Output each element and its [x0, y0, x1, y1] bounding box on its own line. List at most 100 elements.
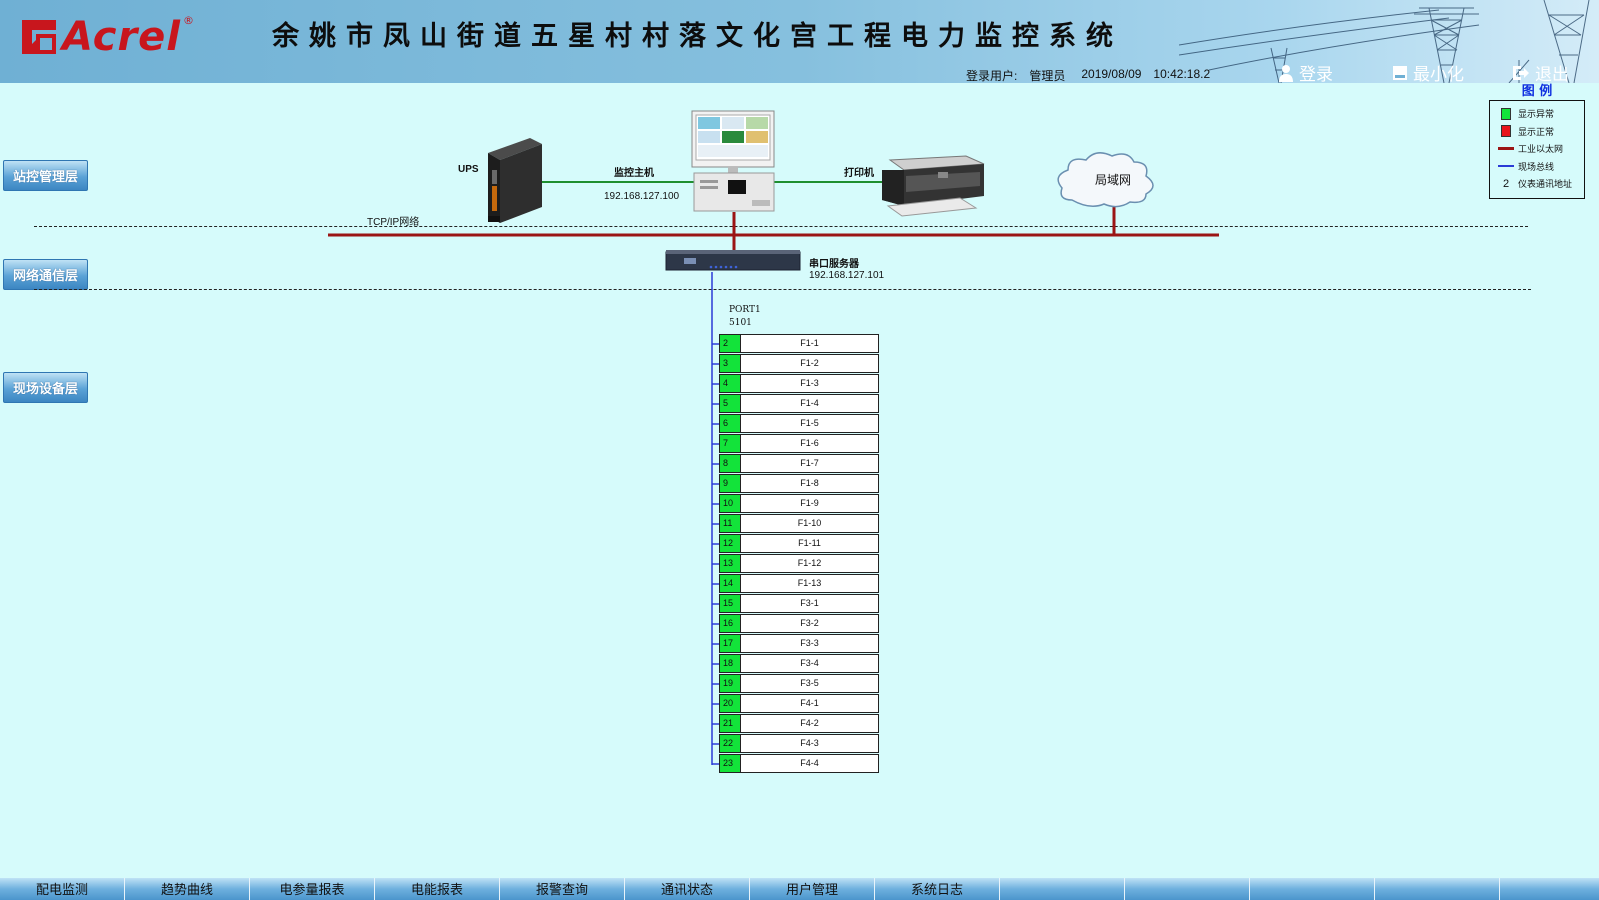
- nav-item[interactable]: 电能报表: [375, 878, 500, 900]
- exit-button-label: 退出: [1535, 65, 1569, 83]
- layer-divider: [34, 289, 1531, 290]
- legend-label: 显示异常: [1518, 110, 1555, 121]
- legend-label: 现场总线: [1518, 162, 1555, 173]
- logo-text: Acrel: [62, 14, 182, 60]
- nav-item[interactable]: 配电监测: [0, 878, 125, 900]
- nav-item[interactable]: [1000, 878, 1125, 900]
- nav-item[interactable]: 系统日志: [875, 878, 1000, 900]
- device-address: 15: [720, 595, 741, 612]
- device-address: 3: [720, 355, 741, 372]
- host-ip: 192.168.127.100: [604, 191, 680, 202]
- ups-device-icon: [488, 138, 542, 223]
- ethernet-line-icon: [1498, 147, 1514, 151]
- minimize-button[interactable]: 最小化: [1392, 60, 1464, 83]
- nav-item[interactable]: [1500, 878, 1599, 900]
- device-address: 14: [720, 575, 741, 592]
- legend-address-number: 2: [1502, 177, 1510, 190]
- lan-cloud-icon: [1057, 152, 1154, 208]
- device-address: 11: [720, 515, 741, 532]
- device-row[interactable]: 5 F1-4: [719, 394, 879, 413]
- device-address: 21: [720, 715, 741, 732]
- device-name: F4-1: [800, 698, 819, 708]
- station-layer-button[interactable]: 站控管理层: [3, 160, 88, 191]
- device-row[interactable]: 11 F1-10: [719, 514, 879, 533]
- device-name: F4-2: [800, 718, 819, 728]
- nav-item[interactable]: 报警查询: [500, 878, 625, 900]
- network-layer-button[interactable]: 网络通信层: [3, 259, 88, 290]
- device-name: F1-6: [800, 438, 819, 448]
- header-info: 登录用户: 管理员 2019/08/09 10:42:18.2: [966, 67, 1210, 83]
- nav-item[interactable]: 电参量报表: [250, 878, 375, 900]
- device-name: F3-2: [800, 618, 819, 628]
- nav-item[interactable]: [1125, 878, 1250, 900]
- device-row[interactable]: 8 F1-7: [719, 454, 879, 473]
- legend-item-fieldbus: 现场总线: [1494, 158, 1580, 176]
- device-row[interactable]: 2 F1-1: [719, 334, 879, 353]
- device-address: 8: [720, 455, 741, 472]
- ups-label: UPS: [458, 164, 479, 175]
- field-layer-button[interactable]: 现场设备层: [3, 372, 88, 403]
- nav-item[interactable]: 趋势曲线: [125, 878, 250, 900]
- login-button-label: 登录: [1299, 65, 1333, 83]
- device-address: 6: [720, 415, 741, 432]
- device-row[interactable]: 21 F4-2: [719, 714, 879, 733]
- device-address: 5: [720, 395, 741, 412]
- app-title: 余姚市凤山街道五星村村落文化宫工程电力监控系统: [272, 21, 1123, 52]
- red-square-icon: [1501, 125, 1511, 138]
- device-address: 4: [720, 375, 741, 392]
- serial-server-label: 串口服务器: [809, 259, 859, 270]
- login-button[interactable]: 登录: [1278, 60, 1333, 83]
- legend-box: 显示异常 显示正常 工业以太网 现场总线 2 仪表通讯地址: [1489, 100, 1585, 199]
- serial-server-ip: 192.168.127.101: [809, 270, 885, 281]
- exit-button[interactable]: 退出: [1512, 60, 1569, 83]
- device-row[interactable]: 15 F3-1: [719, 594, 879, 613]
- device-address: 23: [720, 755, 741, 772]
- nav-item[interactable]: 用户管理: [750, 878, 875, 900]
- green-square-icon: [1501, 107, 1511, 120]
- printer-device-icon: [882, 155, 985, 217]
- legend-item-ethernet: 工业以太网: [1494, 140, 1580, 158]
- device-name: F1-7: [800, 458, 819, 468]
- device-address: 20: [720, 695, 741, 712]
- power-tower-image: [1179, 0, 1590, 83]
- nav-item[interactable]: 通讯状态: [625, 878, 750, 900]
- nav-item[interactable]: [1375, 878, 1500, 900]
- device-address: 13: [720, 555, 741, 572]
- login-user: 管理员: [1029, 69, 1066, 83]
- logo-mark-icon: [20, 18, 58, 56]
- device-row[interactable]: 20 F4-1: [719, 694, 879, 713]
- device-name: F1-1: [800, 338, 819, 348]
- device-address: 18: [720, 655, 741, 672]
- legend-title: 图 例: [1521, 84, 1553, 99]
- device-name: F1-4: [800, 398, 819, 408]
- device-address: 16: [720, 615, 741, 632]
- legend-item-normal: 显示正常: [1494, 123, 1580, 141]
- user-icon: [1279, 64, 1293, 82]
- device-address: 2: [720, 335, 741, 352]
- legend-label: 工业以太网: [1518, 145, 1564, 156]
- legend-label: 仪表通讯地址: [1518, 180, 1573, 191]
- device-row[interactable]: 16 F3-2: [719, 614, 879, 633]
- host-computer-icon: [691, 110, 775, 212]
- minimize-icon: [1393, 65, 1407, 80]
- device-name: F1-9: [800, 498, 819, 508]
- device-name: F1-10: [797, 518, 822, 528]
- nav-item[interactable]: [1250, 878, 1375, 900]
- device-name: F3-1: [800, 598, 819, 608]
- device-address: 17: [720, 635, 741, 652]
